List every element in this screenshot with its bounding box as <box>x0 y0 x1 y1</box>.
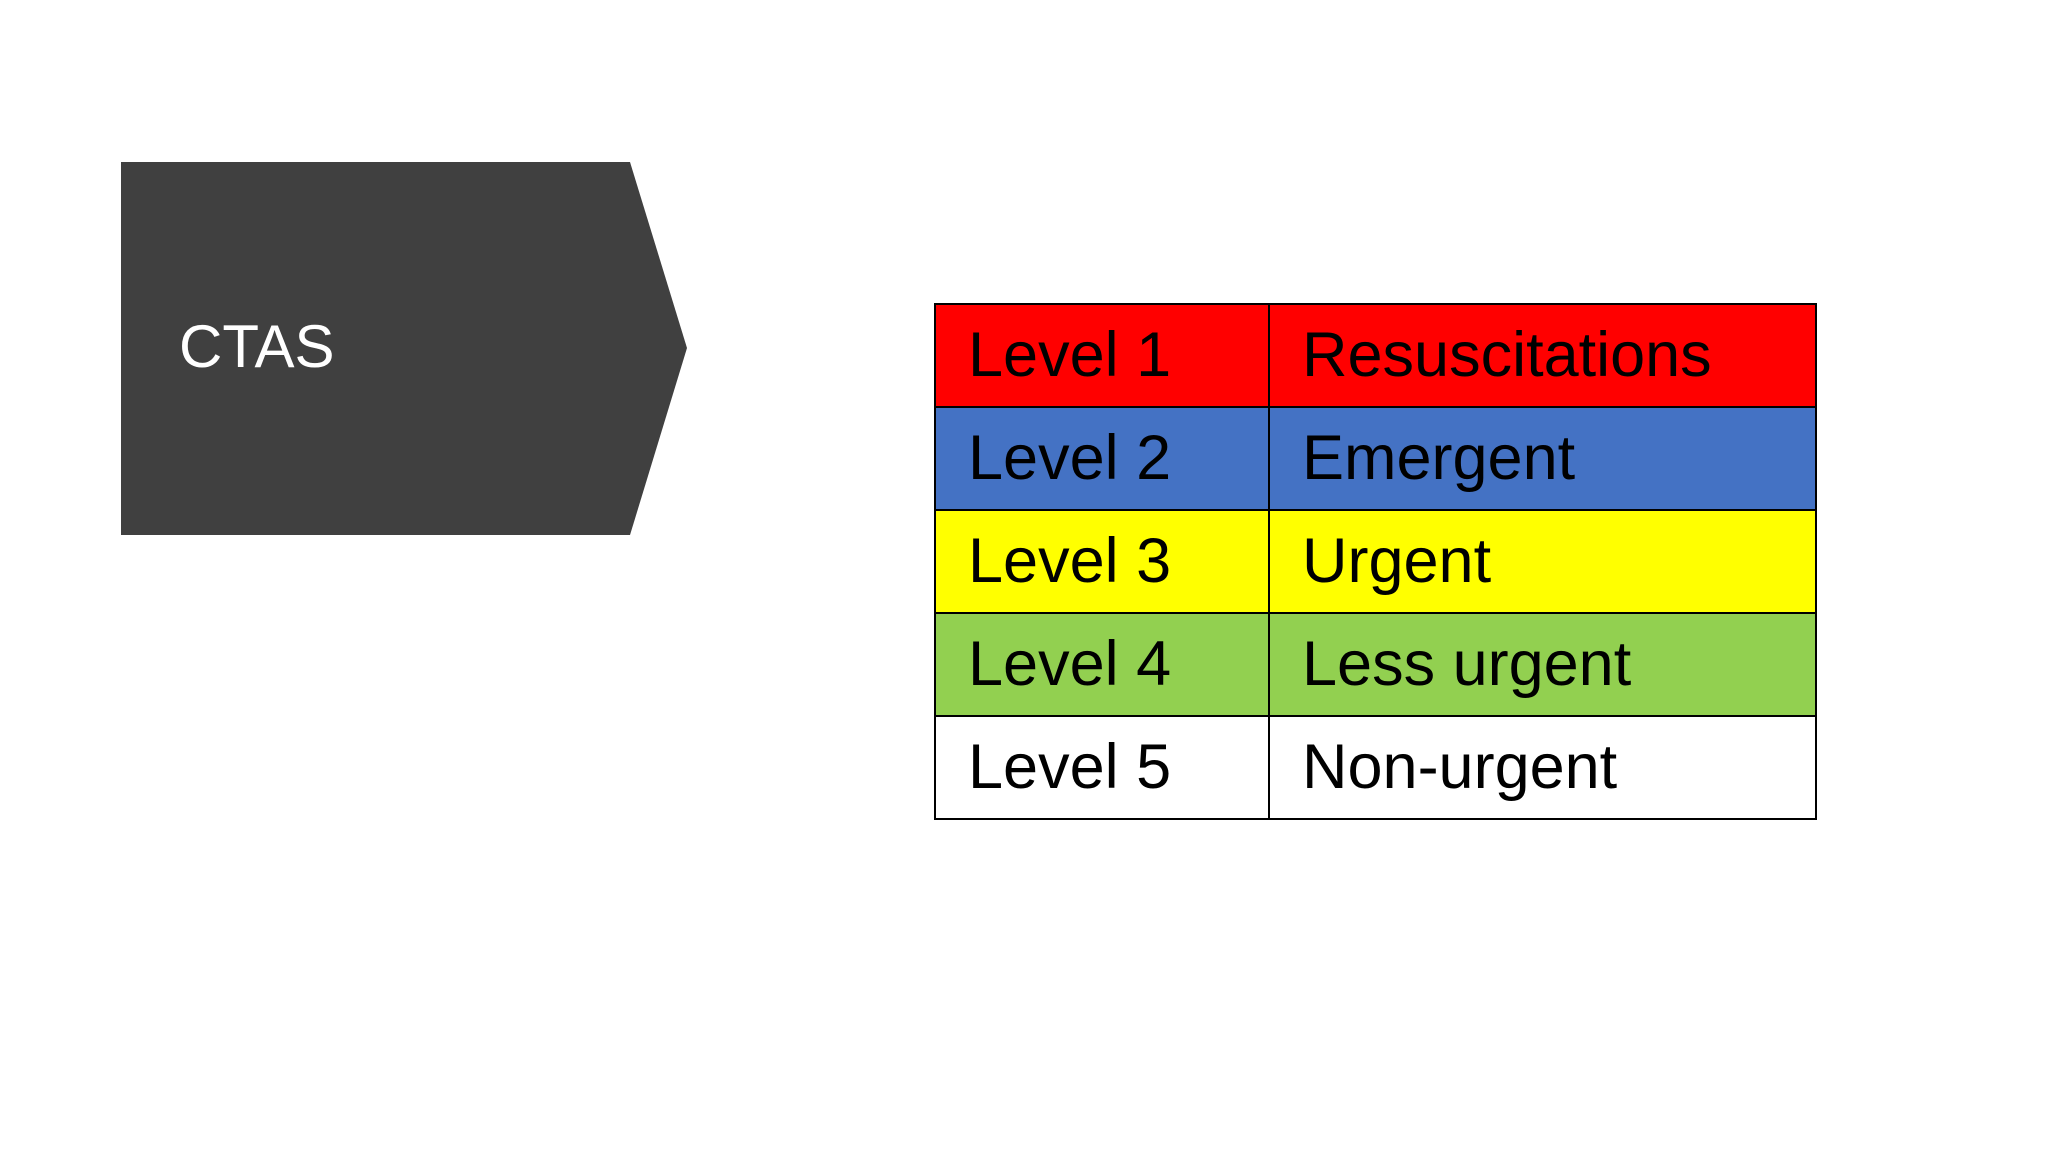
table-row: Level 4 Less urgent <box>934 612 1817 717</box>
pentagon-arrow-shape <box>121 162 687 535</box>
description-cell: Resuscitations <box>1268 303 1817 408</box>
table-row: Level 2 Emergent <box>934 406 1817 511</box>
description-cell: Less urgent <box>1268 612 1817 717</box>
ctas-levels-table: Level 1 Resuscitations Level 2 Emergent … <box>934 303 1817 820</box>
title-pentagon-shape: CTAS <box>121 162 687 535</box>
level-cell: Level 2 <box>934 406 1270 511</box>
level-cell: Level 1 <box>934 303 1270 408</box>
table-row: Level 5 Non-urgent <box>934 715 1817 820</box>
slide-title: CTAS <box>179 313 335 380</box>
level-cell: Level 3 <box>934 509 1270 614</box>
level-cell: Level 5 <box>934 715 1270 820</box>
description-cell: Urgent <box>1268 509 1817 614</box>
table-row: Level 1 Resuscitations <box>934 303 1817 408</box>
description-cell: Non-urgent <box>1268 715 1817 820</box>
table-row: Level 3 Urgent <box>934 509 1817 614</box>
level-cell: Level 4 <box>934 612 1270 717</box>
description-cell: Emergent <box>1268 406 1817 511</box>
